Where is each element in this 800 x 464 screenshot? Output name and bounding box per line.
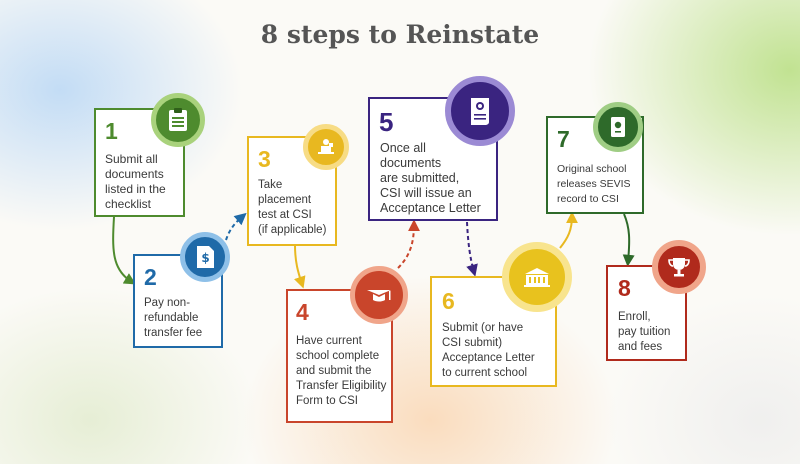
step-card-6: 6 Submit (or have CSI submit) Acceptance… xyxy=(430,276,557,387)
trophy-icon xyxy=(652,240,706,294)
arrow-2-to-3 xyxy=(225,212,247,241)
step-text-8: Enroll, pay tuition and fees xyxy=(618,311,671,353)
arrow-6-to-7 xyxy=(559,211,578,249)
passport-icon xyxy=(593,102,643,152)
page-title: 8 steps to Reinstate xyxy=(260,20,540,49)
step-number-3: 3 xyxy=(258,146,271,172)
arrow-4-to-5 xyxy=(397,219,420,269)
step-text-5: Once all documents are submitted, CSI wi… xyxy=(380,141,481,215)
step-number-5: 5 xyxy=(379,107,394,137)
certificate-scroll-icon xyxy=(445,76,515,146)
arrow-3-to-4 xyxy=(294,244,306,289)
arrow-5-to-6 xyxy=(466,221,478,277)
arrow-7-to-8 xyxy=(622,213,635,267)
step-number-6: 6 xyxy=(442,288,455,314)
step-text-3: Take placement test at CSI (if applicabl… xyxy=(258,179,327,236)
step-text-6: Submit (or have CSI submit) Acceptance L… xyxy=(442,322,535,379)
step-number-8: 8 xyxy=(618,275,631,301)
step-number-4: 4 xyxy=(296,299,309,325)
step-text-1: Submit all documents listed in the check… xyxy=(105,152,166,211)
checklist-icon xyxy=(151,93,205,147)
step-card-8: 8 Enroll, pay tuition and fees xyxy=(606,265,687,361)
step-text-7: Original school releases SEVIS record to… xyxy=(557,163,631,205)
graduation-cap-icon xyxy=(350,266,408,324)
step-card-3: 3 Take placement test at CSI (if applica… xyxy=(247,136,337,246)
svg-text:$: $ xyxy=(201,251,209,265)
school-building-icon xyxy=(502,242,572,312)
step-number-7: 7 xyxy=(557,126,570,152)
fee-document-icon: $ xyxy=(180,232,230,282)
step-card-5: 5 Once all documents are submitted, CSI … xyxy=(368,97,498,221)
step-number-2: 2 xyxy=(144,264,157,290)
step-text-2: Pay non- refundable transfer fee xyxy=(144,297,203,339)
step-text-4: Have current school complete and submit … xyxy=(296,335,387,407)
arrow-1-to-2 xyxy=(112,216,137,285)
test-taker-icon xyxy=(303,124,349,170)
step-number-1: 1 xyxy=(105,118,118,144)
